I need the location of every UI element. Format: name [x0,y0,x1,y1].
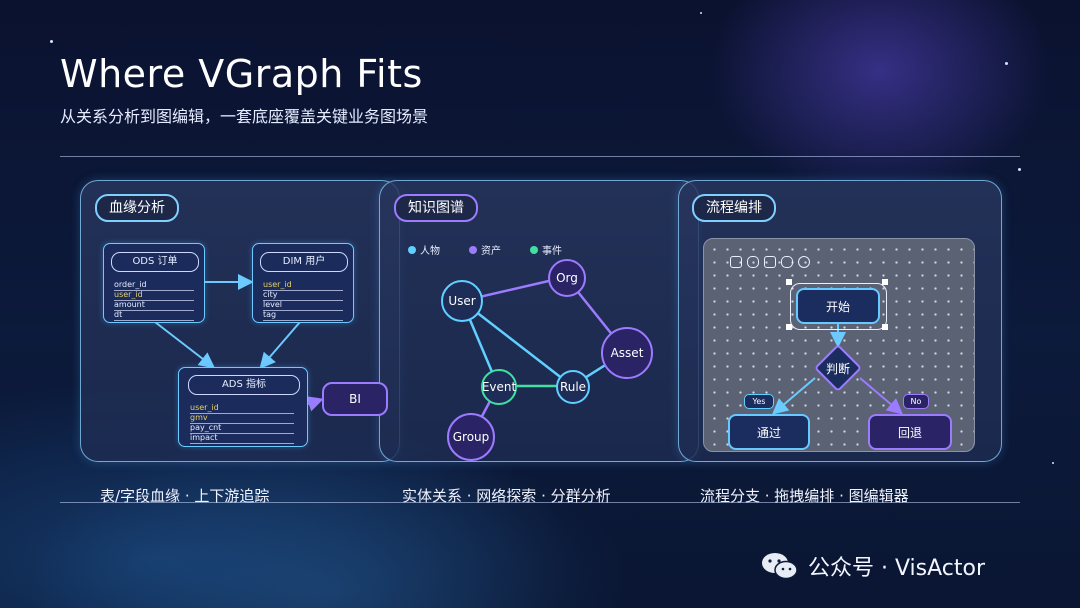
star [1018,168,1021,171]
flow-decision-label[interactable]: 判断 [825,362,850,376]
table-ads-field: gmv [190,413,294,424]
selection-handle[interactable] [786,279,792,285]
selection-handle[interactable] [882,324,888,330]
bottom-divider [60,502,1020,503]
page-subtitle: 从关系分析到图编辑，一套底座覆盖关键业务图场景 [60,107,429,126]
watermark: 公众号 · VisActor [760,550,985,582]
flow-back-node[interactable]: 回退 [868,414,952,450]
flow-no-badge: No [903,394,929,409]
table-ads-header: ADS 指标 [188,375,300,395]
node-event[interactable]: Event [481,369,517,405]
table-dim-field: city [263,290,343,301]
toolbar-shape-icon[interactable] [798,256,810,268]
node-rule[interactable]: Rule [556,370,590,404]
lineage-caption: 表/字段血缘 · 上下游追踪 [100,487,270,505]
node-asset[interactable]: Asset [601,327,653,379]
table-dim[interactable]: DIM 用户 user_id city level tag [252,243,354,323]
flow-caption: 流程分支 · 拖拽编排 · 图编辑器 [700,487,909,505]
table-dim-field: level [263,300,343,311]
top-divider [60,156,1020,157]
legend-person-label: 人物 [420,246,440,257]
star [1052,462,1054,464]
table-dim-header: DIM 用户 [260,252,348,272]
star [700,12,702,14]
wechat-icon [762,553,798,580]
legend-asset-dot [469,245,477,254]
node-org[interactable]: Org [548,259,586,297]
node-group[interactable]: Group [447,413,495,461]
selection-handle[interactable] [786,324,792,330]
knowledge-graph-chip: 知识图谱 [394,194,478,222]
table-ods-field: user_id [114,290,194,301]
knowledge-graph-caption: 实体关系 · 网络探索 · 分群分析 [402,487,611,505]
knowledge-graph-panel [379,180,699,462]
toolbar-shape-icon[interactable] [764,256,776,268]
table-ods[interactable]: ODS 订单 order_id user_id amount dt [103,243,205,323]
flow-start-node[interactable]: 开始 [796,288,880,324]
legend-event: 事件 [530,242,562,257]
table-ads-field: user_id [190,403,294,414]
star [50,40,53,43]
selection-handle[interactable] [882,279,888,285]
flow-pass-node[interactable]: 通过 [728,414,810,450]
table-dim-field: user_id [263,280,343,291]
table-ads[interactable]: ADS 指标 user_id gmv pay_cnt impact [178,367,308,447]
flow-chip: 流程编排 [692,194,776,222]
table-ads-field: impact [190,433,294,444]
node-user[interactable]: User [441,280,483,322]
star [1005,62,1008,65]
legend-person: 人物 [408,242,440,257]
table-ods-field: order_id [114,280,194,291]
legend-asset-label: 资产 [481,246,501,257]
table-ods-field: amount [114,300,194,311]
legend-event-dot [530,245,538,254]
flow-yes-badge: Yes [744,394,774,409]
lineage-chip: 血缘分析 [95,194,179,222]
page-title: Where VGraph Fits [60,52,423,96]
toolbar-shape-icon[interactable] [730,256,742,268]
toolbar-shape-icon[interactable] [781,256,793,268]
watermark-text: 公众号 · VisActor [808,556,986,581]
table-ods-header: ODS 订单 [111,252,199,272]
table-dim-field: tag [263,310,343,321]
table-ods-field: dt [114,310,194,321]
legend-person-dot [408,245,416,254]
toolbar-shape-icon[interactable] [747,256,759,268]
bi-node[interactable]: BI [322,382,388,416]
legend-event-label: 事件 [542,246,562,257]
legend-asset: 资产 [469,242,501,257]
table-ads-field: pay_cnt [190,423,294,434]
